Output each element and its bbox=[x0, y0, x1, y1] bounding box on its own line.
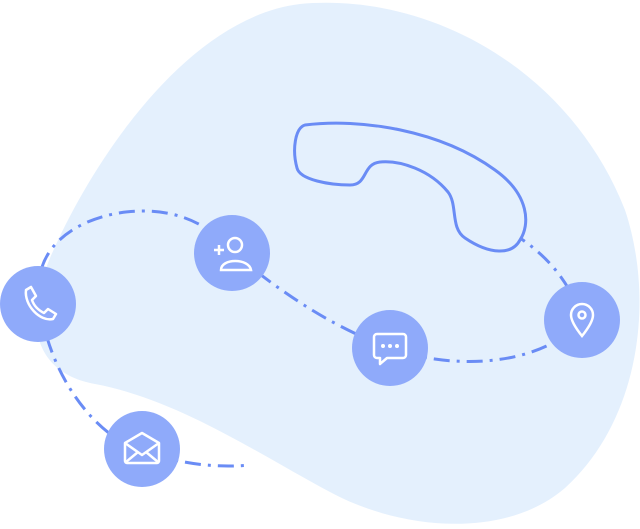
handset-outline-icon bbox=[293, 121, 528, 253]
node-add-user[interactable] bbox=[194, 215, 270, 291]
location-pin-icon bbox=[569, 302, 595, 339]
node-phone[interactable] bbox=[0, 266, 76, 342]
phone-icon bbox=[24, 285, 58, 321]
connector-top bbox=[37, 209, 234, 301]
node-chat[interactable] bbox=[352, 310, 428, 386]
envelope-icon bbox=[123, 431, 161, 465]
connector-middle bbox=[231, 250, 584, 363]
add-user-icon bbox=[214, 236, 253, 272]
background-blob bbox=[36, 2, 640, 524]
node-location[interactable] bbox=[544, 282, 620, 358]
chat-icon bbox=[372, 332, 408, 366]
node-email[interactable] bbox=[104, 411, 180, 487]
